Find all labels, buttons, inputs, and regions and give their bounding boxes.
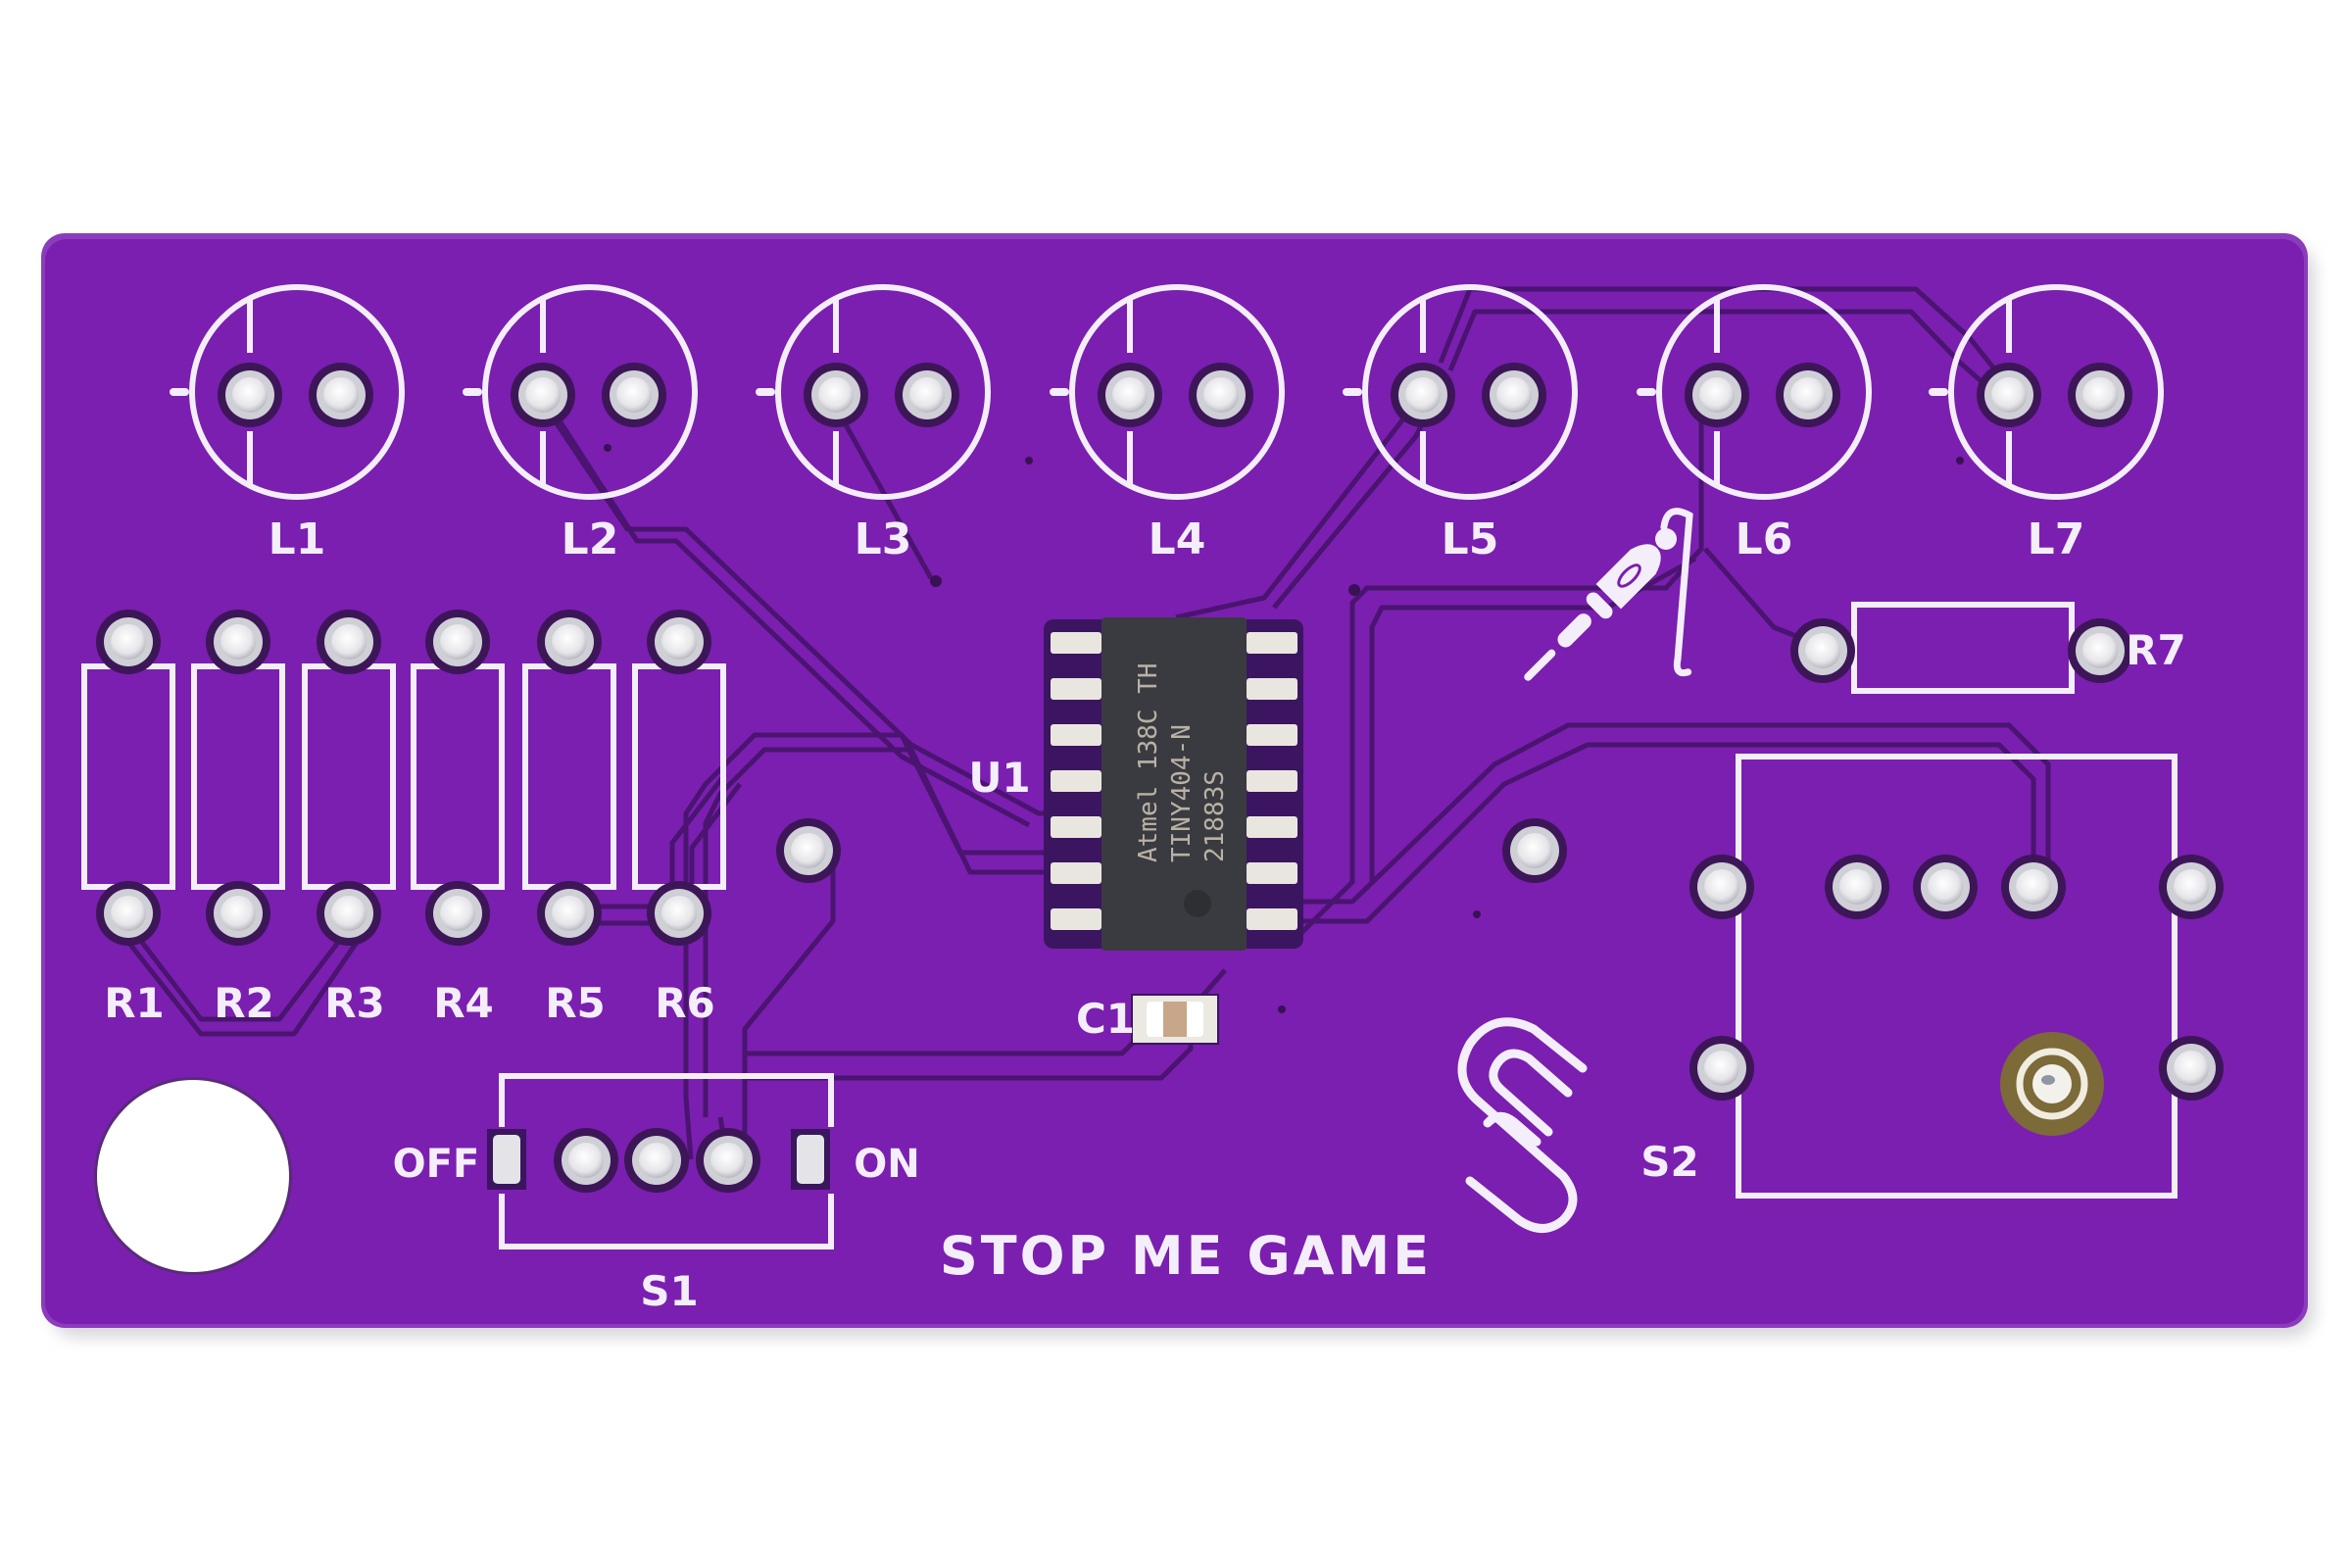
resistor-label-r7: R7: [2126, 626, 2186, 674]
s1-label: S1: [640, 1267, 698, 1315]
led-label-l3: L3: [855, 514, 912, 564]
via-pad: [776, 818, 841, 883]
u1-marking-1: Atmel 138C TH: [1134, 663, 1163, 863]
c1-capacitor[interactable]: C1: [1076, 994, 1219, 1045]
u1-body: [1101, 617, 1247, 951]
mounting-hole: [97, 1080, 289, 1272]
fiducial: [2000, 1032, 2104, 1136]
u1-pins-left: [1051, 632, 1101, 930]
led-l4[interactable]: [1050, 284, 1285, 500]
led-label-l5: L5: [1442, 514, 1499, 564]
u1-chip[interactable]: Atmel 138C TH TINY404-N 21883S U1: [968, 617, 1303, 951]
mount-pad: [1502, 818, 1567, 883]
resistor-label-r1: R1: [104, 979, 165, 1027]
led-label-l4: L4: [1149, 514, 1206, 564]
led-labels: L1 L2 L3 L4 L5 L6 L7: [269, 514, 2085, 564]
soldering-iron-icon: [1524, 508, 1693, 681]
led-label-l2: L2: [562, 514, 619, 564]
resistor-label-r3: R3: [324, 979, 385, 1027]
led-l3[interactable]: [756, 284, 991, 500]
s2-label: S2: [1640, 1138, 1698, 1186]
u1-marking-2: TINY404-N: [1167, 724, 1197, 862]
led-label-l1: L1: [269, 514, 326, 564]
led-l6[interactable]: [1637, 284, 1872, 500]
resistor-r7[interactable]: R7: [1790, 602, 2186, 694]
resistor-labels: R1 R2 R3 R4 R5 R6: [104, 979, 715, 1027]
resistor-label-r4: R4: [433, 979, 494, 1027]
resistor-label-r6: R6: [655, 979, 715, 1027]
c1-label: C1: [1076, 995, 1135, 1043]
s1-on-label: ON: [854, 1142, 919, 1187]
s1-off-label: OFF: [393, 1142, 480, 1187]
led-l1[interactable]: [170, 284, 405, 500]
paperclip-s-logo-icon: [1457, 1017, 1588, 1233]
u1-pins-right: [1247, 632, 1297, 930]
resistor-label-r2: R2: [214, 979, 274, 1027]
pin1-dot: [1184, 890, 1211, 917]
led-l5[interactable]: [1343, 284, 1578, 500]
u1-label: U1: [968, 754, 1030, 802]
led-l2[interactable]: [463, 284, 698, 500]
s1-slide-switch[interactable]: OFF ON S1: [393, 1073, 920, 1315]
led-label-l6: L6: [1736, 514, 1793, 564]
board-title: STOP ME GAME: [940, 1225, 1432, 1287]
u1-marking-3: 21883S: [1200, 770, 1230, 862]
resistor-label-r5: R5: [545, 979, 606, 1027]
led-footprints: [170, 284, 2164, 500]
led-l7[interactable]: [1929, 284, 2164, 500]
led-label-l7: L7: [2028, 514, 2085, 564]
s2-switch[interactable]: S2: [1640, 754, 2224, 1199]
